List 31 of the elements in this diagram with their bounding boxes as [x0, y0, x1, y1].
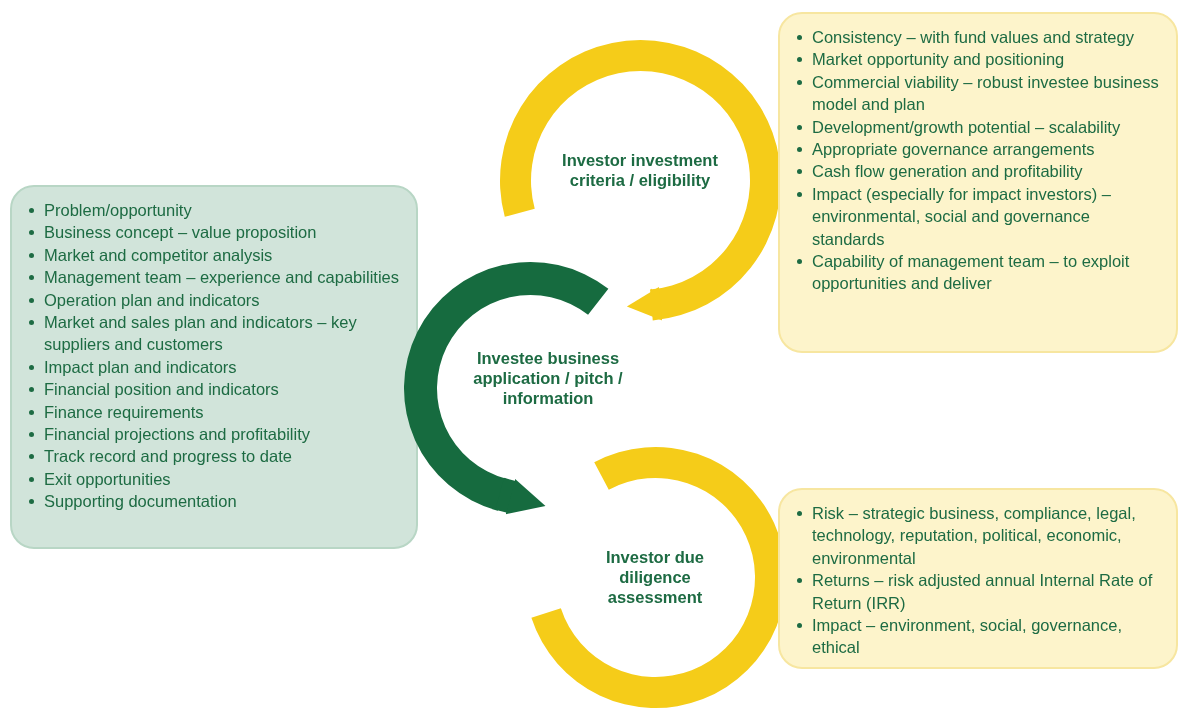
- bullet-item: Management team – experience and capabilities: [44, 268, 399, 287]
- bullet-item: Cash flow generation and profitability: [812, 162, 1083, 181]
- bullet-item: Financial projections and profitability: [44, 425, 310, 444]
- bullet-item: Impact plan and indicators: [44, 357, 237, 376]
- curved-arrow: [624, 286, 663, 323]
- bullet-item: Finance requirements: [44, 402, 204, 421]
- list-panel: [778, 488, 1178, 669]
- list-panel: [778, 12, 1178, 353]
- bullet-item: Supporting documentation: [44, 492, 237, 511]
- bullet-item: Track record and progress to date: [44, 447, 292, 466]
- bullet-item: Appropriate governance arrangements: [812, 140, 1095, 159]
- bullet-item: Impact (especially for impact investors) – environmental, social and governance standards: [812, 184, 1111, 248]
- bullet-item: Impact – environment, social, governance, ethical: [812, 616, 1122, 657]
- stage-label: Investee business application / pitch / information: [472, 348, 624, 408]
- list-panel: [10, 185, 418, 549]
- bullet-item: Business concept – value proposition: [44, 223, 317, 242]
- stage-label: Investor due diligence assessment: [604, 547, 706, 607]
- bullet-item: Operation plan and indicators: [44, 290, 260, 309]
- bullet-item: Market and competitor analysis: [44, 245, 273, 264]
- bullet-item: Commercial viability – robust investee business model and plan: [812, 72, 1159, 114]
- bullet-item: Development/growth potential – scalability: [812, 117, 1121, 136]
- stage-label: Investor investment criteria / eligibility: [561, 150, 719, 190]
- bullet-item: Exit opportunities: [44, 469, 171, 488]
- bullet-item: Returns – risk adjusted annual Internal Rate of Return (IRR): [812, 571, 1153, 612]
- bullet-item: Problem/opportunity: [44, 201, 192, 219]
- bullet-item: Market opportunity and positioning: [812, 50, 1065, 69]
- bullet-item: Risk – strategic business, compliance, legal, technology, reputation, political, economic, environmental: [812, 504, 1136, 567]
- bullet-item: Financial position and indicators: [44, 380, 279, 399]
- bullet-item: Market and sales plan and indicators – key suppliers and customers: [44, 313, 357, 354]
- bullet-item: Capability of management team – to exploit opportunities and deliver: [812, 252, 1130, 293]
- bullet-item: Consistency – with fund values and strategy: [812, 28, 1134, 46]
